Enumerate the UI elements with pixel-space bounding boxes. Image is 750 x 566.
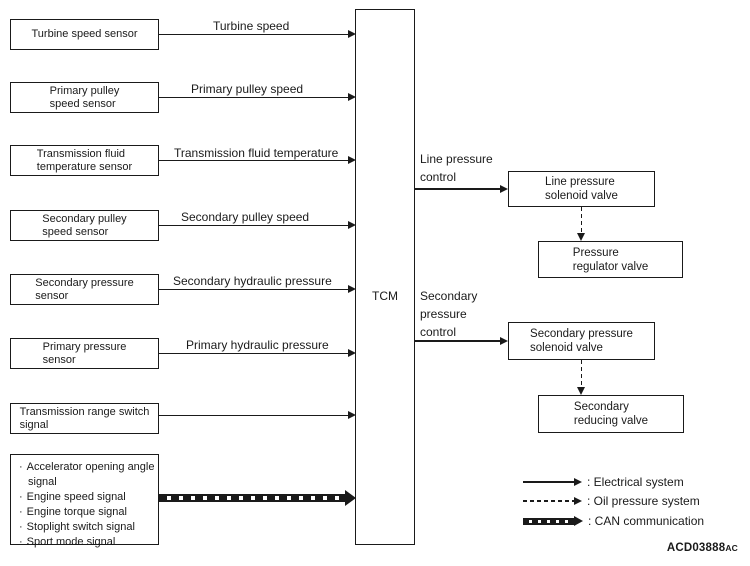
box-text: Primary pressure [42, 340, 127, 353]
arrowhead-icon [348, 93, 356, 101]
signal-label: Transmission fluid temperature [174, 146, 339, 160]
box-text: Transmission range switch [19, 405, 150, 418]
bullet-icon: · [19, 536, 23, 548]
legend-item-can: : CAN communication [523, 513, 704, 529]
legend-item-oil-pressure: : Oil pressure system [523, 493, 700, 509]
list-item: ·Sport mode signal [19, 536, 116, 548]
electrical-arrow [414, 334, 508, 349]
arrowhead-icon [348, 30, 356, 38]
arrowhead-icon [348, 349, 356, 357]
electrical-arrow [159, 27, 356, 42]
electrical-arrow [159, 90, 356, 105]
box-text: Primary pulley [49, 84, 120, 97]
secondary-pressure-control-label: Secondary pressure control [420, 289, 478, 339]
electrical-arrow [159, 408, 356, 423]
signal-label: Secondary pulley speed [181, 210, 310, 224]
can-bar-icon [159, 494, 346, 502]
line-pressure-control-label: Line pressure control [420, 152, 493, 184]
list-item: ·Stoplight switch signal [19, 521, 135, 533]
figure-code: ACD03888AC [666, 542, 738, 554]
electrical-arrow [159, 218, 356, 233]
input-box-can-signals: ·Accelerator opening angle signal ·Engin… [10, 454, 159, 548]
box-text: Secondary pulley [42, 212, 127, 225]
oil-pressure-arrow [574, 207, 589, 241]
arrowhead-icon [345, 490, 356, 506]
box-text: speed sensor [49, 97, 116, 110]
can-arrow-icon [523, 513, 583, 529]
oil-pressure-arrow-icon [523, 493, 582, 509]
arrowhead-icon [577, 387, 585, 395]
electrical-arrow-icon [523, 474, 582, 490]
box-text: temperature sensor [36, 160, 133, 173]
oil-pressure-arrow [574, 360, 589, 395]
signal-label: Turbine speed [213, 19, 290, 33]
signal-label: Primary hydraulic pressure [186, 338, 329, 352]
box-text: sensor [35, 289, 69, 302]
tcm-box: TCM [355, 9, 415, 545]
arrowhead-icon [577, 233, 585, 241]
signal-label: Primary pulley speed [191, 82, 304, 96]
box-text: signal [19, 418, 49, 431]
signal-label: Secondary hydraulic pressure [173, 274, 332, 288]
arrowhead-icon [348, 156, 356, 164]
electrical-arrow [414, 182, 508, 197]
electrical-arrow [159, 346, 356, 361]
box-text: Transmission fluid [36, 147, 126, 160]
can-signal-list: ·Accelerator opening angle signal ·Engin… [11, 455, 158, 554]
bullet-icon: · [19, 521, 23, 533]
bullet-icon: · [19, 491, 23, 503]
arrowhead-icon [348, 285, 356, 293]
tcm-label: TCM [372, 289, 398, 303]
can-arrow [159, 490, 356, 506]
bullet-icon: · [19, 506, 23, 518]
electrical-arrow [159, 153, 356, 168]
input-box-turbine-speed-sensor: Turbine speed sensor [10, 19, 159, 50]
box-text: Turbine speed sensor [31, 28, 138, 40]
arrowhead-icon [348, 411, 356, 419]
electrical-arrow [159, 282, 356, 297]
list-item: ·Accelerator opening angle signal [19, 461, 155, 488]
box-text: speed sensor [42, 225, 109, 238]
list-item: ·Engine torque signal [19, 506, 127, 518]
arrowhead-icon [500, 336, 508, 345]
arrowhead-icon [500, 184, 508, 193]
box-text: sensor [42, 353, 76, 366]
bullet-icon: · [19, 461, 23, 473]
legend-item-electrical: : Electrical system [523, 474, 684, 490]
arrowhead-icon [348, 221, 356, 229]
list-item: ·Engine speed signal [19, 491, 126, 503]
box-text: Secondary pressure [35, 276, 134, 289]
